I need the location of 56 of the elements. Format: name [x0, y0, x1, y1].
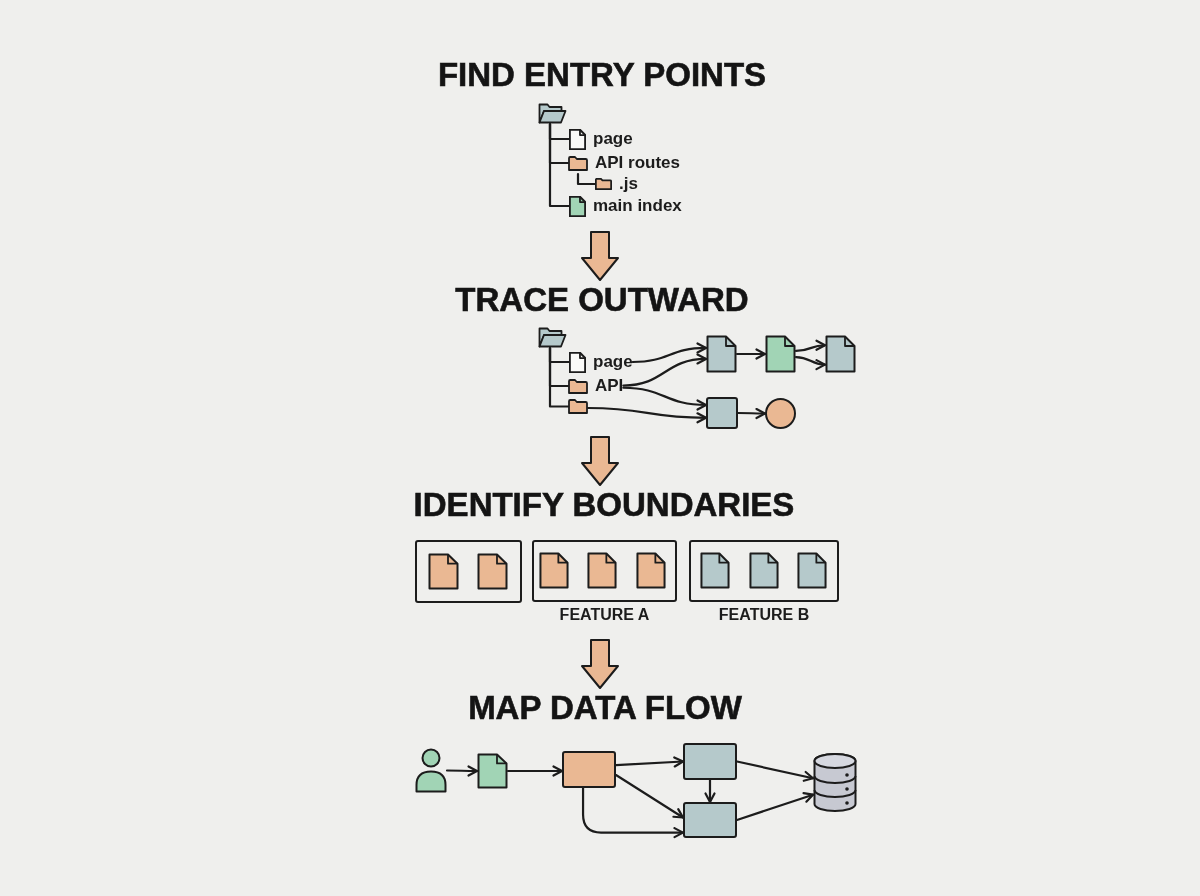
arrow [445, 765, 479, 777]
arrow [506, 765, 564, 777]
folder-name: API routes [595, 153, 681, 173]
document-icon [477, 753, 508, 789]
arrow [735, 792, 815, 822]
document-icon [477, 553, 508, 590]
boundary-box [415, 540, 522, 603]
arrow [614, 773, 685, 819]
block-arrow [581, 231, 619, 281]
process-box [683, 743, 737, 780]
arrow [794, 355, 827, 370]
section-heading: IDENTIFY BOUNDARIES [413, 485, 795, 525]
tree-branch-line [548, 122, 571, 208]
tree-branch-line [576, 172, 597, 186]
file-name: main index [593, 196, 682, 216]
open-folder-icon [538, 327, 567, 348]
open-folder-icon [538, 103, 567, 124]
arrow [622, 353, 708, 387]
document-icon [539, 552, 569, 589]
document-icon [428, 553, 459, 590]
group-label: FEATURE A [559, 605, 650, 625]
process-box [683, 802, 737, 838]
person-icon [415, 748, 447, 793]
folder-icon [568, 399, 588, 414]
arrow [622, 386, 708, 411]
group-label: FEATURE B [718, 605, 810, 625]
section-heading: FIND ENTRY POINTS [437, 55, 767, 95]
arrow [614, 756, 685, 768]
document-icon [636, 552, 666, 589]
document-icon [825, 335, 856, 373]
section-heading: TRACE OUTWARD [455, 280, 749, 320]
arrow [704, 778, 716, 804]
arrow [581, 786, 685, 839]
section-heading: MAP DATA FLOW [468, 688, 742, 728]
document-icon [587, 552, 617, 589]
arrow [736, 407, 767, 420]
tree-branch-line [548, 346, 570, 408]
file-name: page [593, 352, 633, 372]
block-arrow [581, 436, 619, 486]
database-icon [813, 752, 857, 813]
arrow [794, 339, 827, 353]
folder-name: API [595, 376, 624, 396]
arrow [586, 406, 708, 424]
document-icon [700, 552, 730, 589]
document-icon [706, 335, 737, 373]
document-icon [797, 552, 827, 589]
square-node [706, 397, 738, 429]
arrow [631, 342, 708, 364]
document-icon [749, 552, 779, 589]
document-icon [765, 335, 796, 373]
folder-name: .js [619, 174, 638, 194]
arrow [735, 348, 767, 360]
block-arrow [581, 639, 619, 689]
file-name: page [593, 129, 633, 149]
arrow [735, 760, 815, 782]
process-box [562, 751, 616, 788]
